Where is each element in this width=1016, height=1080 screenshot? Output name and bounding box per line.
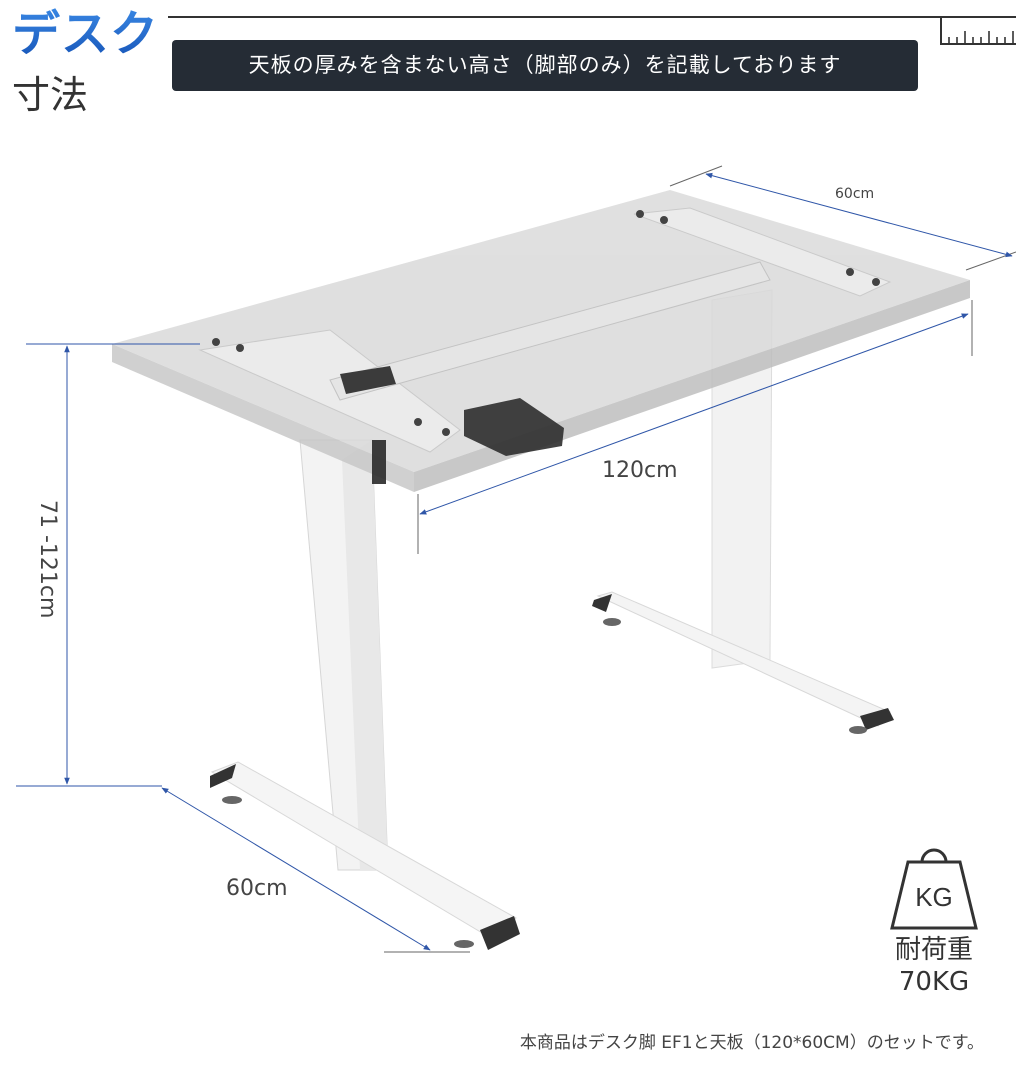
header-divider bbox=[168, 16, 1016, 18]
load-value: 70KG bbox=[898, 967, 970, 997]
ruler-icon bbox=[940, 16, 1016, 45]
weight-icon-text: KG bbox=[915, 882, 953, 912]
footnote: 本商品はデスク脚 EF1と天板（120*60CM）のセットです。 bbox=[519, 1033, 984, 1053]
depth-top-label: 60cm bbox=[835, 186, 875, 202]
load-label: 耐荷重 bbox=[894, 935, 973, 965]
load-capacity: KG 耐荷重 70KG bbox=[874, 844, 994, 1014]
width-label: 120cm bbox=[602, 458, 678, 483]
height-range-label: 71 -121cm bbox=[35, 500, 60, 619]
front-leg bbox=[210, 439, 520, 950]
depth-base-label: 60cm bbox=[226, 876, 288, 901]
page-title: デスク bbox=[12, 6, 160, 62]
notice-banner: 天板の厚みを含まない高さ（脚部のみ）を記載しております bbox=[172, 40, 918, 91]
page-subtitle: 寸法 bbox=[12, 73, 89, 117]
weight-kg-icon: KG bbox=[890, 848, 978, 930]
dimension-lines bbox=[16, 165, 1016, 953]
